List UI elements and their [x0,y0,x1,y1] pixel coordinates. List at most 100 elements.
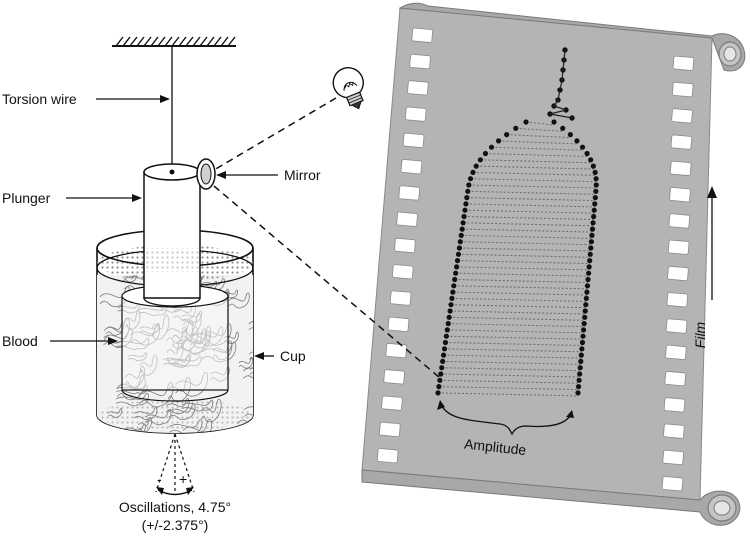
oscillation-fan [155,433,195,493]
trace-dot [583,295,589,301]
trace-dot [459,226,465,232]
trace-dot [495,138,502,144]
trace-dot [441,346,448,352]
trace-dot [466,182,472,188]
trace-dot [588,239,594,245]
film-sprocket-hole [667,239,690,255]
trace-dot [467,176,474,182]
trace-segment [461,234,592,239]
trace-dot [591,207,597,213]
trace-dot [579,346,585,352]
trace-dot [590,220,596,226]
trace-dot [593,188,599,194]
trace-dot [589,226,596,232]
trace-dot [590,163,596,169]
ceiling-hatch-line [164,36,173,47]
trace-dot [513,125,519,131]
trace-dot [473,163,479,169]
trace-dot [578,358,584,364]
film-sprocket-hole [665,344,687,360]
trace-dot [523,119,529,125]
torsion-wire-arrow [96,95,170,103]
ceiling-hatch-line [115,36,124,47]
trace-segment [557,89,561,101]
trace-segment [449,316,585,321]
trace-segment [464,209,595,214]
trace-dot [586,264,592,270]
trace-segment [460,241,592,246]
trace-segment [485,153,588,157]
trace-dot [585,276,591,283]
trace-dot [449,295,455,301]
trace-dot [448,302,454,308]
oscillation-trace [435,47,599,397]
trace-segment [451,304,586,309]
film-sprocket-hole [668,213,691,229]
trace-segment [459,247,591,252]
film-sprocket-hole [671,81,694,98]
trace-segment [559,79,563,91]
trace-segment [498,140,577,145]
blood-swirl [242,360,253,382]
film-sprocket-hole [672,55,695,71]
torsion-wire-label: Torsion wire [2,91,77,107]
trace-dot [586,270,592,276]
ceiling-hatch-line [157,36,166,47]
plunger-arrow [66,194,142,202]
film-direction-arrow [707,186,717,300]
trace-segment [440,373,580,378]
ceiling-hatch-line [199,36,208,47]
trace-dot [584,289,590,295]
film-sprocket-hole [383,369,405,385]
trace-segment [443,354,582,359]
trace-dot [504,132,510,138]
film-strip [361,2,746,526]
film-sprocket-hole [407,80,429,96]
trace-segment [464,216,594,220]
trace-dot [551,119,557,125]
trace-dot [439,365,445,371]
trace-segment [467,190,596,195]
trace-segment [442,360,581,365]
trace-dot [443,333,449,339]
trace-segment [463,222,594,227]
ceiling-hatch-line [143,36,152,47]
trace-dot [575,390,581,396]
trace-dot [578,352,584,358]
trace-dot [454,258,461,264]
film-sprocket-holes [376,27,695,492]
trace-segment [446,335,584,340]
film-sprocket-hole [400,159,423,175]
trace-dot [462,207,468,213]
amplitude-brace [437,400,574,436]
film-sprocket-hole [662,449,684,466]
trace-segment [444,348,582,353]
trace-segment [438,386,579,391]
film-sprocket-hole [405,106,427,122]
trace-segment [439,379,580,384]
trace-segment [562,59,565,71]
trace-segment [441,367,581,372]
film-sprocket-hole [402,132,425,148]
ceiling-hatch-line [129,36,138,47]
trace-segment [525,121,555,126]
trace-segment [563,49,566,61]
film-sprocket-hole [394,237,416,254]
mirror-arrow [216,171,278,179]
plunger [143,163,201,307]
plunger-label: Plunger [2,190,51,206]
ceiling-hatch-line [206,36,215,47]
film-sprocket-hole [392,264,414,280]
trace-dot [583,302,589,308]
ceiling-hatch-line [178,36,187,47]
trace-segment [447,329,584,334]
film-sprocket-hole [396,211,418,227]
trace-dot [463,201,469,207]
lightbulb-icon [332,67,364,110]
film-sprocket-hole [663,397,686,413]
film-sprocket-hole [387,316,410,332]
ceiling-hatch-line [150,36,159,47]
plunger-submerged [121,284,229,402]
trace-dot [579,339,586,346]
